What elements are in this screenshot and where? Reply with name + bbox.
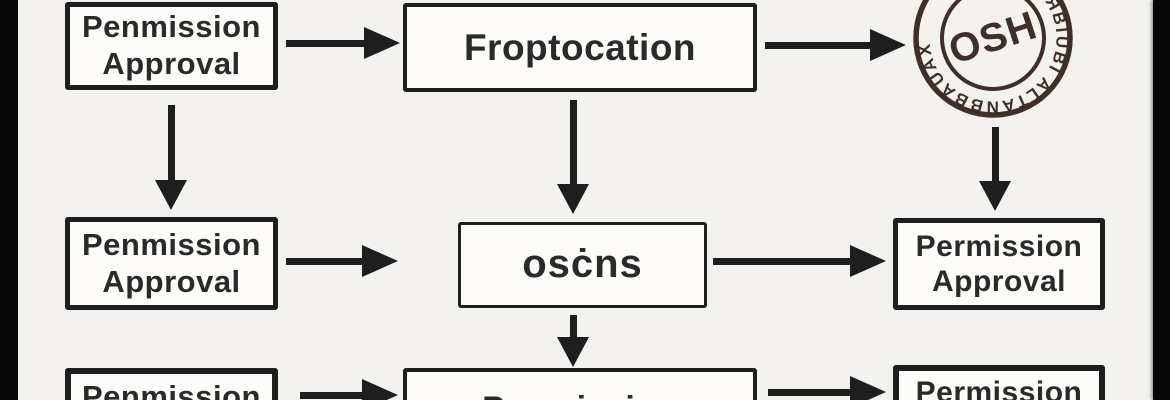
arrow-shaft bbox=[570, 100, 577, 185]
arrow-head-down-icon bbox=[557, 184, 589, 214]
flow-node-oscns: osċns bbox=[458, 222, 707, 308]
arrow-head-down-icon bbox=[557, 337, 589, 367]
arrow-head-right-icon bbox=[362, 245, 398, 277]
node-label: Approval bbox=[931, 265, 1067, 298]
arrow-shaft bbox=[168, 105, 175, 181]
flow-node-permission-approval-top-left: Penmission Approval bbox=[65, 2, 278, 90]
stamp-center-text: OSH bbox=[944, 3, 1043, 73]
arrow-oscns-down bbox=[557, 315, 590, 367]
arrow-shaft bbox=[713, 258, 851, 265]
arrow-shaft bbox=[286, 258, 363, 265]
node-label: Penmission bbox=[82, 226, 261, 262]
arrow-shaft bbox=[286, 40, 364, 47]
arrow-head-right-icon bbox=[850, 376, 886, 400]
arrow-topleft-down bbox=[155, 105, 188, 210]
arrow-head-right-icon bbox=[362, 379, 398, 400]
arrow-bottomleft-to-bottomcenter bbox=[300, 379, 398, 400]
arrow-head-right-icon bbox=[870, 29, 906, 61]
node-label: Approval bbox=[102, 46, 241, 81]
photo-frame-right-bar bbox=[1153, 0, 1170, 400]
arrow-shaft bbox=[300, 392, 363, 399]
arrow-shaft bbox=[992, 127, 999, 182]
arrow-froptocation-down bbox=[557, 100, 590, 214]
arrow-bottomcenter-to-bottomright bbox=[768, 376, 886, 400]
arrow-shaft bbox=[768, 389, 851, 396]
node-label: Penmission bbox=[82, 9, 261, 45]
node-label: Froptocation bbox=[463, 26, 697, 68]
stamp-inner-ring bbox=[940, 0, 1046, 91]
flow-node-froptocation: Froptocation bbox=[403, 3, 757, 92]
arrow-head-right-icon bbox=[850, 245, 886, 277]
node-label: osċns bbox=[522, 242, 643, 287]
node-label: Penmission bbox=[82, 379, 261, 400]
arrow-head-down-icon bbox=[155, 180, 187, 210]
arrow-froptocation-to-stamp bbox=[765, 29, 906, 62]
arrow-shaft bbox=[765, 42, 870, 49]
node-label: Permission bbox=[915, 229, 1083, 263]
flow-node-permission-approval-bottom-center: Penmission Approval bbox=[403, 368, 757, 400]
stamp-outer-ring bbox=[913, 0, 1073, 118]
arrow-topleft-to-froptocation bbox=[286, 27, 400, 60]
flow-node-permission-bottom-right: Permission bbox=[893, 365, 1105, 400]
flow-node-permission-bottom-left: Penmission bbox=[65, 368, 278, 400]
photo-frame-left-bar bbox=[0, 0, 18, 400]
arrow-shaft bbox=[570, 315, 577, 338]
arrow-oscns-to-midright bbox=[713, 245, 886, 278]
flow-node-permission-approval-mid-left: Penmission Approval bbox=[65, 217, 278, 310]
arrow-midleft-to-oscns bbox=[286, 245, 398, 278]
arrow-stamp-down bbox=[979, 127, 1012, 211]
flow-node-permission-approval-mid-right: Permission Approval bbox=[893, 218, 1105, 310]
node-label: Penmission Approval bbox=[407, 389, 753, 400]
node-label: Permission bbox=[915, 376, 1083, 400]
arrow-head-down-icon bbox=[979, 181, 1011, 211]
arrow-head-right-icon bbox=[364, 27, 400, 59]
node-label: Approval bbox=[102, 263, 241, 299]
stamp-graphic: AIUA ЯBIUBI ALTANBBAUAX OSH bbox=[913, 0, 1073, 118]
osh-approval-stamp: AIUA ЯBIUBI ALTANBBAUAX OSH bbox=[908, 0, 1078, 123]
